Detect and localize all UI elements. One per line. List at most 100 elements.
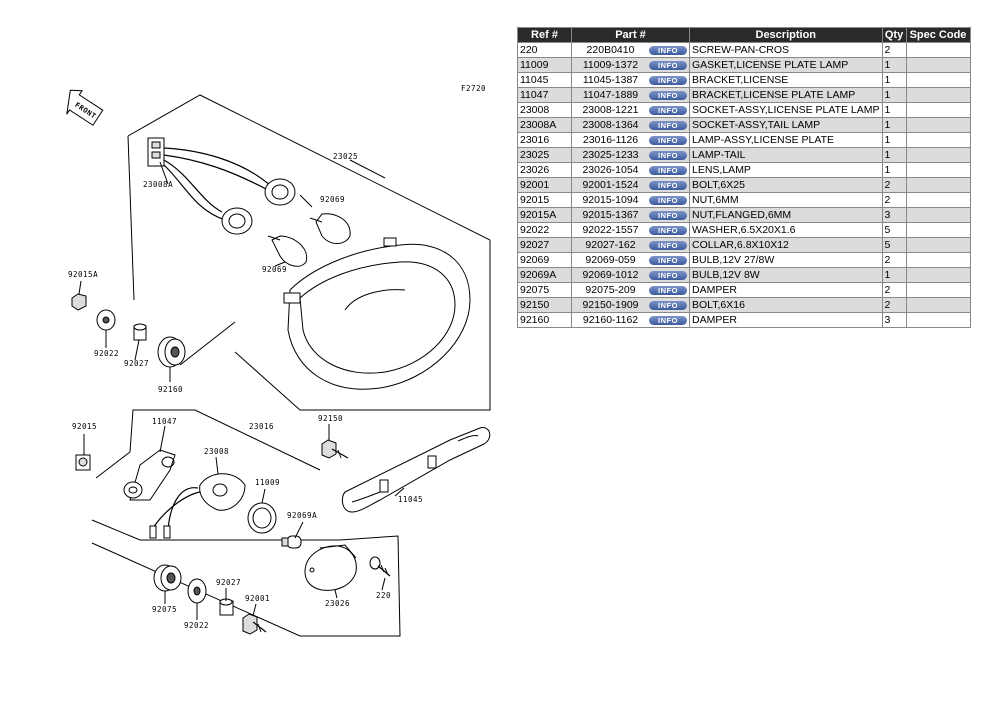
info-button[interactable]: INFO xyxy=(649,75,687,85)
info-button[interactable]: INFO xyxy=(649,60,687,70)
washer-92022-lower xyxy=(187,578,207,604)
cell-spec-code xyxy=(905,207,971,223)
cell-qty: 1 xyxy=(881,117,907,133)
part-number: 92069-059 xyxy=(585,254,636,266)
cell-ref: 92160 xyxy=(517,312,572,328)
callout-11045: 11045 xyxy=(398,495,423,504)
bolt-92001 xyxy=(242,613,267,635)
cell-spec-code xyxy=(905,312,971,328)
part-number: 23008-1364 xyxy=(582,119,639,131)
info-button[interactable]: INFO xyxy=(649,105,687,115)
cell-ref: 11009 xyxy=(517,57,572,73)
cell-spec-code xyxy=(905,132,971,148)
cell-spec-code xyxy=(905,237,971,253)
info-button[interactable]: INFO xyxy=(649,285,687,295)
part-number: 92075-209 xyxy=(585,284,636,296)
info-button[interactable]: INFO xyxy=(649,225,687,235)
callout-23008: 23008 xyxy=(204,447,229,456)
cell-part: 220B0410 INFO xyxy=(571,42,690,58)
cell-part: 11045-1387 INFO xyxy=(571,72,690,88)
bulb-92069-upper xyxy=(309,213,351,244)
header-spec-code: Spec Code xyxy=(905,27,971,43)
cell-spec-code xyxy=(905,147,971,163)
cell-qty: 1 xyxy=(881,267,907,283)
info-button[interactable]: INFO xyxy=(649,270,687,280)
info-button[interactable]: INFO xyxy=(649,90,687,100)
info-button[interactable]: INFO xyxy=(649,195,687,205)
info-button[interactable]: INFO xyxy=(649,120,687,130)
cell-spec-code xyxy=(905,252,971,268)
info-button[interactable]: INFO xyxy=(649,300,687,310)
cell-description: BOLT,6X16 xyxy=(689,297,883,313)
info-button[interactable]: INFO xyxy=(649,210,687,220)
cell-qty: 3 xyxy=(881,312,907,328)
cell-ref: 92015 xyxy=(517,192,572,208)
cell-description: GASKET,LICENSE PLATE LAMP xyxy=(689,57,883,73)
cell-qty: 1 xyxy=(881,147,907,163)
cell-ref: 23026 xyxy=(517,162,572,178)
cell-ref: 11045 xyxy=(517,72,572,88)
info-button[interactable]: INFO xyxy=(649,240,687,250)
leader-lines xyxy=(78,159,405,620)
cell-description: LAMP-TAIL xyxy=(689,147,883,163)
cell-ref: 92150 xyxy=(517,297,572,313)
cell-ref: 92027 xyxy=(517,237,572,253)
part-number: 11047-1889 xyxy=(582,89,639,101)
info-button[interactable]: INFO xyxy=(649,315,687,325)
cell-qty: 1 xyxy=(881,132,907,148)
part-number: 11009-1372 xyxy=(582,59,639,71)
cell-description: BRACKET,LICENSE xyxy=(689,72,883,88)
cell-spec-code xyxy=(905,87,971,103)
cell-description: NUT,FLANGED,6MM xyxy=(689,207,883,223)
callout-23008a: 23008A xyxy=(143,180,173,189)
cell-qty: 2 xyxy=(881,282,907,298)
callout-23016: 23016 xyxy=(249,422,274,431)
info-button[interactable]: INFO xyxy=(649,180,687,190)
cell-description: WASHER,6.5X20X1.6 xyxy=(689,222,883,238)
part-number: 92160-1162 xyxy=(582,314,639,326)
part-number: 23008-1221 xyxy=(582,104,639,116)
callout-92160: 92160 xyxy=(158,385,183,394)
socket-assy-23008 xyxy=(149,473,246,539)
part-number: 220B0410 xyxy=(586,44,635,56)
figure-code: F2720 xyxy=(461,84,486,93)
cell-ref: 92001 xyxy=(517,177,572,193)
callout-92022: 92022 xyxy=(184,621,209,630)
info-button[interactable]: INFO xyxy=(649,150,687,160)
info-button[interactable]: INFO xyxy=(649,165,687,175)
cell-spec-code xyxy=(905,282,971,298)
callouts: 23025 23008A 92069 92069 92015A 92022 92… xyxy=(68,152,423,630)
cell-part: 92075-209 INFO xyxy=(571,282,690,298)
info-button[interactable]: INFO xyxy=(649,45,687,55)
bulb-92069a xyxy=(281,535,302,549)
part-number: 23025-1233 xyxy=(582,149,639,161)
info-button[interactable]: INFO xyxy=(649,135,687,145)
cell-ref: 92075 xyxy=(517,282,572,298)
callout-92015: 92015 xyxy=(72,422,97,431)
cell-part: 92160-1162 INFO xyxy=(571,312,690,328)
nut-92015 xyxy=(75,454,91,471)
collar-92027-lower xyxy=(219,598,234,616)
callout-92001: 92001 xyxy=(245,594,270,603)
cell-qty: 1 xyxy=(881,102,907,118)
callout-92075: 92075 xyxy=(152,605,177,614)
part-number: 11045-1387 xyxy=(582,74,639,86)
info-button[interactable]: INFO xyxy=(649,255,687,265)
cell-part: 23008-1221 INFO xyxy=(571,102,690,118)
cell-ref: 92015A xyxy=(517,207,572,223)
front-arrow-icon: FRONT xyxy=(66,89,104,126)
